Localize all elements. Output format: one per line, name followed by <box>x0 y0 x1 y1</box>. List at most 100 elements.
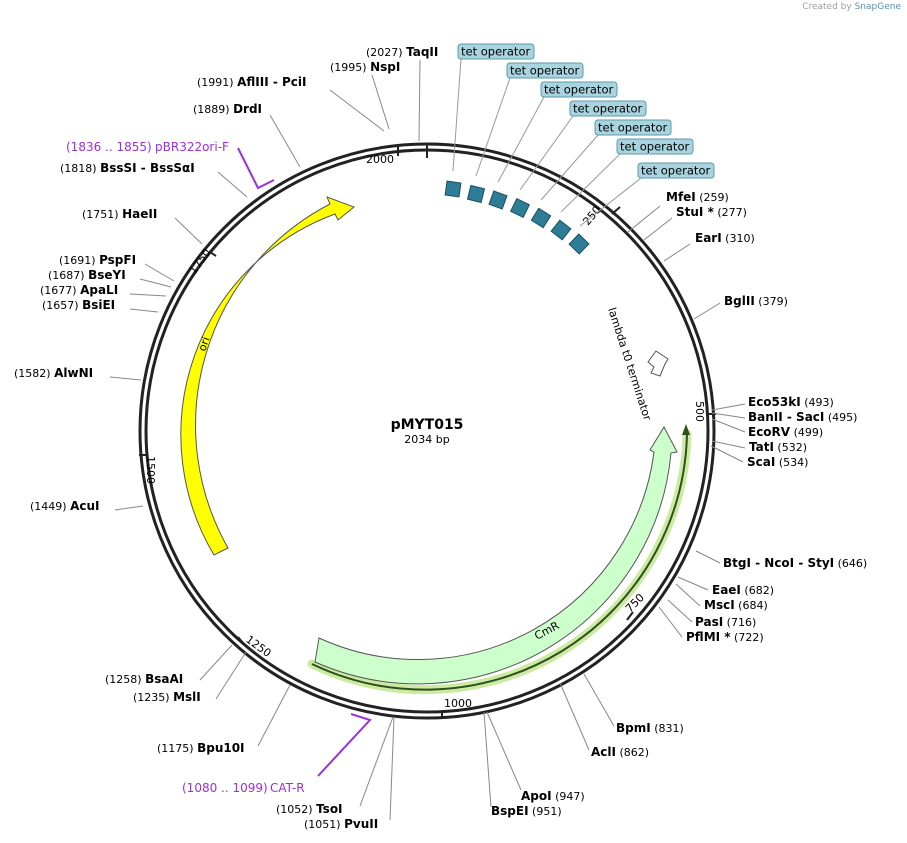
tet-operator-label-text: tet operator <box>573 102 642 116</box>
site-leader-line <box>693 302 721 320</box>
site-label: Eco53kI (493) <box>748 395 834 409</box>
restriction-site-stui[interactable]: StuI * (277) <box>643 205 747 241</box>
tet-operator-leader <box>475 77 511 177</box>
site-leader-line <box>675 583 701 607</box>
tet-operator-label[interactable]: tet operator <box>506 62 584 79</box>
plasmid-name: pMYT015 <box>391 417 464 433</box>
tet-operator-label-text: tet operator <box>461 45 530 59</box>
primer-cat-r[interactable]: (1080 .. 1099) CAT-R <box>182 713 372 795</box>
tet-operator-label-bg <box>637 162 715 179</box>
site-leader-line <box>114 505 144 511</box>
tet-operator-label[interactable]: tet operator <box>594 119 672 136</box>
ori-feature[interactable]: ori <box>180 196 355 556</box>
restriction-site-ecorv[interactable]: EcoRV (499) <box>711 418 823 439</box>
restriction-site-pflmi[interactable]: PflMI * (722) <box>658 606 764 644</box>
tet-operator-label[interactable]: tet operator <box>457 43 535 60</box>
restriction-site-bpu10i[interactable]: (1175) Bpu10I <box>157 684 291 755</box>
site-leader-line <box>667 599 693 623</box>
tet-operator-box[interactable] <box>444 180 462 198</box>
restriction-site-msli[interactable]: (1235) MslI <box>133 651 247 704</box>
site-leader-line <box>658 606 683 638</box>
restriction-site-msci[interactable]: MscI (684) <box>675 583 768 612</box>
restriction-site-mfei[interactable]: MfeI (259) <box>627 190 729 233</box>
restriction-site-banii[interactable]: BanII - SacI (495) <box>711 410 857 424</box>
site-label: EcoRV (499) <box>748 425 823 439</box>
restriction-site-tsoi[interactable]: (1052) TsoI <box>276 716 394 816</box>
restriction-site-pspfi[interactable]: (1691) PspFI <box>59 253 175 282</box>
site-leader-line <box>389 716 395 821</box>
ori-label: ori <box>196 335 213 353</box>
site-label: (1677) ApaLI <box>40 283 118 297</box>
restriction-site-acui[interactable]: (1449) AcuI <box>30 499 144 513</box>
restriction-site-afliii[interactable]: (1991) AflIII - PciI <box>197 75 385 132</box>
tet-operator-box[interactable] <box>466 184 486 204</box>
site-label: (1691) PspFI <box>59 253 136 267</box>
restriction-site-eaei[interactable]: EaeI (682) <box>677 576 774 597</box>
restriction-site-tati[interactable]: TatI (532) <box>711 440 807 454</box>
tet-operator-label-text: tet operator <box>598 121 667 135</box>
site-label: (2027) TaqII <box>366 45 438 59</box>
restriction-site-bspei[interactable]: BspEI (951) <box>483 711 562 818</box>
primer-pbr322ori-f-name: pBR322ori-F <box>155 140 229 154</box>
tet-operator-label[interactable]: tet operator <box>540 81 618 98</box>
credit-brand: SnapGene <box>854 2 901 12</box>
restriction-site-haeii[interactable]: (1751) HaeII <box>82 207 203 245</box>
site-leader-line <box>711 418 746 433</box>
restriction-site-apali[interactable]: (1677) ApaLI <box>40 283 167 297</box>
tet-operator-box[interactable] <box>488 190 508 210</box>
site-leader-line <box>711 440 746 449</box>
site-label: (1657) BsiEI <box>42 298 115 312</box>
restriction-site-eari[interactable]: EarI (310) <box>663 231 755 262</box>
tet-operator-box[interactable] <box>509 197 531 219</box>
site-leader-line <box>583 673 615 727</box>
cmr-feature[interactable]: CmR <box>307 424 692 695</box>
terminator-label: lambda t0 terminator <box>605 306 654 423</box>
tet-operator-label[interactable]: tet operator <box>569 100 647 117</box>
site-label: (1175) Bpu10I <box>157 741 245 755</box>
site-leader-line <box>559 682 590 751</box>
restriction-site-pvuii[interactable]: (1051) PvuII <box>304 716 395 831</box>
tet-operator-label-bg <box>616 138 694 155</box>
site-label: EarI (310) <box>695 231 755 245</box>
restriction-site-bsaai[interactable]: (1258) BsaAI <box>105 644 233 686</box>
restriction-site-acli[interactable]: AclI (862) <box>559 682 649 759</box>
restriction-site-alwni[interactable]: (1582) AlwNI <box>14 366 142 381</box>
site-leader-line <box>129 308 159 313</box>
site-leader-line <box>483 711 492 808</box>
tet-operator-label[interactable]: tet operator <box>616 138 694 155</box>
restriction-site-bsiei[interactable]: (1657) BsiEI <box>42 298 159 313</box>
restriction-site-nspi[interactable]: (1995) NspI <box>330 60 400 130</box>
restriction-site-btgi[interactable]: BtgI - NcoI - StyI (646) <box>695 550 867 570</box>
restriction-site-bseyi[interactable]: (1687) BseYI <box>48 268 172 288</box>
restriction-site-pasi[interactable]: PasI (716) <box>667 599 756 629</box>
plasmid-length: 2034 bp <box>404 433 449 446</box>
site-label: BspEI (951) <box>491 804 562 818</box>
restriction-site-bsssi[interactable]: (1818) BssSI - BssSαI <box>60 161 248 198</box>
restriction-site-eco53ki[interactable]: Eco53kI (493) <box>711 395 834 411</box>
restriction-site-bpmi[interactable]: BpmI (831) <box>583 673 684 735</box>
site-label: (1818) BssSI - BssSαI <box>60 161 195 175</box>
site-label: BtgI - NcoI - StyI (646) <box>723 556 867 570</box>
site-leader-line <box>627 205 661 233</box>
restriction-site-taqii[interactable]: (2027) TaqII <box>366 45 438 142</box>
restriction-site-bglii[interactable]: BglII (379) <box>693 294 788 320</box>
site-label: EaeI (682) <box>712 583 774 597</box>
tet-operator-label-text: tet operator <box>620 140 689 154</box>
tet-operator-box[interactable] <box>568 233 590 255</box>
restriction-site-drdi[interactable]: (1889) DrdI <box>193 102 301 168</box>
tet-operator-box[interactable] <box>530 207 552 229</box>
site-label: (1052) TsoI <box>276 802 343 816</box>
tet-operator-label-bg <box>457 43 535 60</box>
restriction-site-apoi[interactable]: ApoI (947) <box>486 711 585 803</box>
tet-operator-label[interactable]: tet operator <box>637 162 715 179</box>
tet-operator-leader <box>579 177 642 227</box>
tet-operator-label-text: tet operator <box>544 83 613 97</box>
cmr-strand-arrowhead <box>682 424 690 435</box>
terminator-feature[interactable]: lambda t0 terminator <box>605 306 669 423</box>
restriction-site-scai[interactable]: ScaI (534) <box>710 445 808 469</box>
primer-pbr322ori-f[interactable]: (1836 .. 1855) pBR322ori-F <box>66 140 275 190</box>
site-label: (1751) HaeII <box>82 207 157 221</box>
tet-operator-box[interactable] <box>550 219 572 241</box>
site-label: BpmI (831) <box>616 721 684 735</box>
tet-operator-label-bg <box>540 81 618 98</box>
